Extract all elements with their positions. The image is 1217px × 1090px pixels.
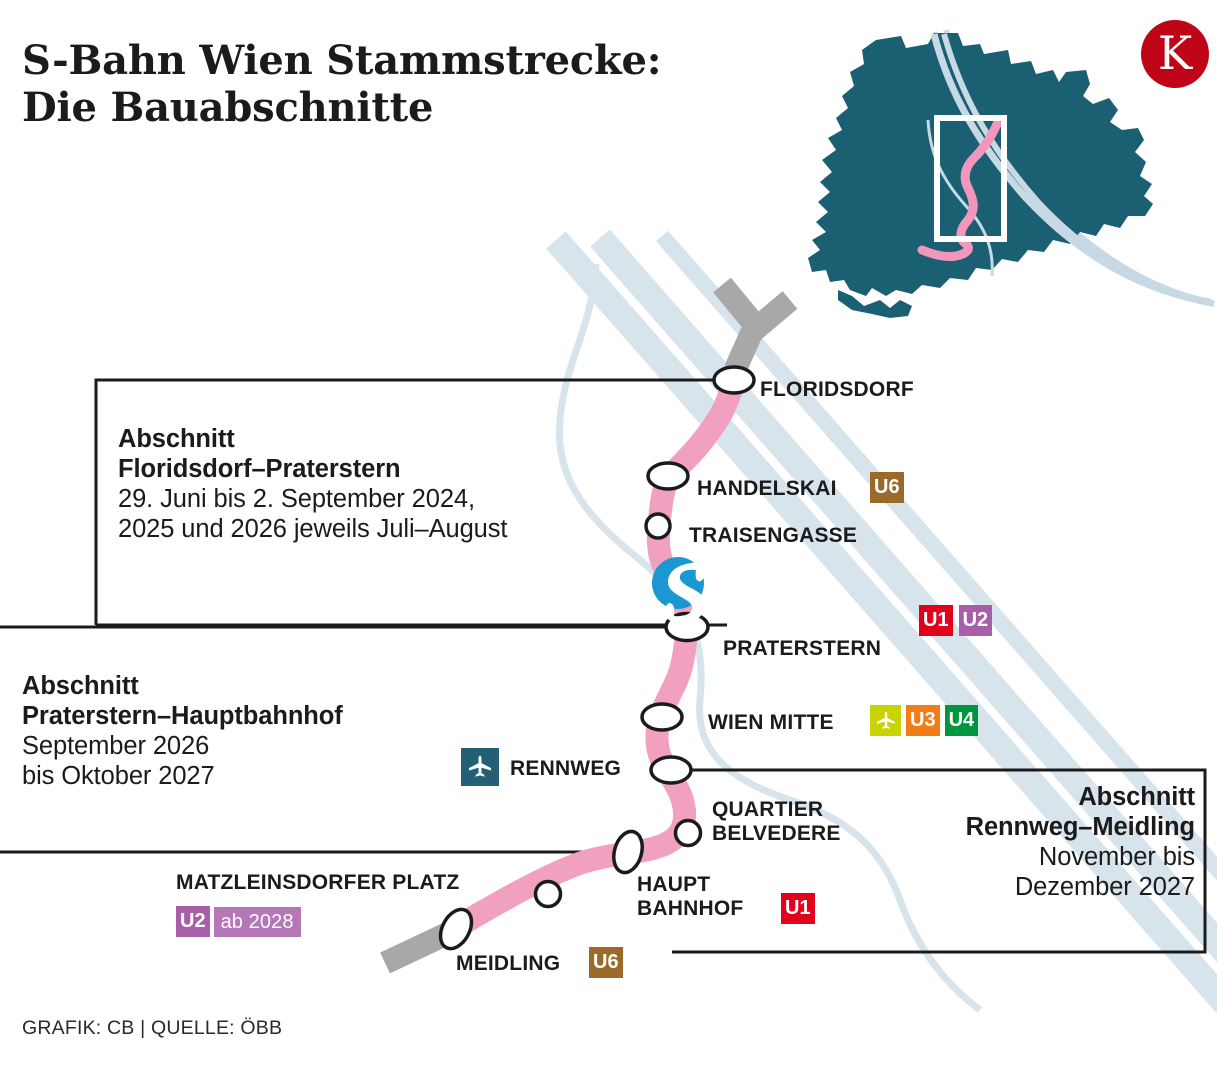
- station-marker-matzleinsdorf: [533, 879, 563, 909]
- station-markers: [438, 365, 756, 951]
- station-marker-traisengasse: [644, 512, 672, 540]
- station-label-wienmitte: WIEN MITTE: [708, 711, 834, 735]
- station-marker-rennweg: [649, 755, 693, 785]
- badge-u3[interactable]: U3: [906, 705, 940, 736]
- callout-1-text: Abschnitt Floridsdorf–Praterstern 29. Ju…: [118, 424, 508, 544]
- station-marker-meidling: [438, 907, 474, 951]
- callout-2-kicker: Abschnitt: [22, 672, 139, 700]
- station-name-hauptbahnhof-line1: HAUPT: [637, 873, 711, 896]
- station-name-matzleinsdorf: MATZLEINSDORFER PLATZ: [176, 871, 460, 894]
- station-name-praterstern: PRATERSTERN: [723, 637, 882, 660]
- station-marker-handelskai: [646, 461, 690, 491]
- callout-box-3-outline: [672, 768, 1207, 954]
- station-marker-hauptbahnhof: [612, 829, 644, 875]
- title-line-2: Die Bauabschnitte: [22, 83, 434, 131]
- airport-icon-wienmitte[interactable]: [870, 705, 901, 736]
- badge-u4[interactable]: U4: [944, 705, 979, 736]
- callout-3-name: Rennweg–Meidling: [965, 813, 1195, 842]
- station-badges-handelskai: U6: [870, 472, 904, 503]
- station-name-hauptbahnhof-line2: BAHNHOF: [637, 896, 744, 920]
- station-label-floridsdorf: FLORIDSDORF: [760, 378, 914, 402]
- station-marker-floridsdorf: [712, 365, 756, 395]
- callout-3-text: Abschnitt Rennweg–Meidling November bis …: [905, 782, 1195, 902]
- badge-u1[interactable]: U1: [919, 605, 953, 636]
- callout-3-kicker: Abschnitt: [1078, 783, 1195, 811]
- callout-3-dates-2: Dezember 2027: [1014, 873, 1195, 902]
- station-name-rennweg: RENNWEG: [510, 757, 622, 780]
- title-line-1: S-Bahn Wien Stammstrecke:: [22, 37, 662, 84]
- station-badges-rennweg: [461, 748, 499, 786]
- station-name-meidling: MEIDLING: [456, 952, 561, 975]
- station-name-quartier-line1: QUARTIER: [712, 798, 824, 821]
- callout-box-1-outline: [94, 378, 727, 625]
- badge-u2-matzleinsdorf[interactable]: U2: [176, 906, 210, 937]
- source-credit: GRAFIK: CB | QUELLE: ÖBB: [22, 1017, 283, 1039]
- kurier-logo-letter: K: [1157, 25, 1193, 80]
- station-name-handelskai: HANDELSKAI: [697, 477, 837, 500]
- station-badges-meidling: U6: [589, 947, 623, 978]
- badge-u6-meidling[interactable]: U6: [589, 947, 623, 978]
- badge-ab-2028[interactable]: ab 2028: [213, 906, 301, 937]
- page-title: S-Bahn Wien Stammstrecke: Die Bauabschni…: [22, 37, 782, 132]
- station-marker-quartier: [673, 818, 703, 848]
- station-label-praterstern: PRATERSTERN: [723, 637, 881, 661]
- station-badges-hauptbahnhof: U1: [781, 893, 815, 924]
- callout-1-dates-1: 29. Juni bis 2. September 2024,: [118, 485, 475, 514]
- callout-1-dates-2: 2025 und 2026 jeweils Juli–August: [118, 515, 508, 544]
- station-name-quartier-line2: BELVEDERE: [712, 821, 841, 845]
- callout-2-dates-2: bis Oktober 2027: [22, 762, 215, 791]
- station-name-traisengasse: TRAISENGASSE: [689, 524, 858, 547]
- callout-2-name: Praterstern–Hauptbahnhof: [22, 702, 343, 731]
- station-label-meidling: MEIDLING: [456, 952, 560, 976]
- kurier-logo: K: [1141, 20, 1209, 88]
- callout-1-kicker: Abschnitt: [118, 425, 235, 453]
- station-label-rennweg: RENNWEG: [510, 757, 621, 781]
- station-name-floridsdorf: FLORIDSDORF: [760, 378, 914, 401]
- badge-u6[interactable]: U6: [870, 472, 904, 503]
- station-label-hauptbahnhof: HAUPT BAHNHOF: [637, 873, 743, 921]
- station-label-quartier-belvedere: QUARTIER BELVEDERE: [712, 798, 841, 846]
- sbahn-logo-icon: [652, 557, 705, 625]
- station-label-handelskai: HANDELSKAI: [697, 477, 837, 501]
- badge-u1-hauptbahnhof[interactable]: U1: [781, 893, 815, 924]
- callout-1-name: Floridsdorf–Praterstern: [118, 455, 401, 484]
- airport-icon-rennweg[interactable]: [461, 748, 499, 786]
- callout-2-dates-1: September 2026: [22, 732, 210, 761]
- station-marker-wienmitte: [640, 702, 684, 732]
- inset-map-group: [808, 29, 1215, 318]
- callout-3-dates-1: November bis: [1038, 843, 1195, 872]
- badge-u2[interactable]: U2: [958, 605, 993, 636]
- inset-highlight-rect: [934, 115, 1007, 242]
- station-label-matzleinsdorfer-platz: MATZLEINSDORFER PLATZ: [176, 871, 459, 895]
- grey-branch-north: [713, 277, 798, 375]
- callout-2-text: Abschnitt Praterstern–Hauptbahnhof Septe…: [22, 671, 343, 791]
- station-label-traisengasse: TRAISENGASSE: [689, 524, 857, 548]
- station-name-wienmitte: WIEN MITTE: [708, 711, 834, 734]
- inset-route-line: [917, 119, 1002, 261]
